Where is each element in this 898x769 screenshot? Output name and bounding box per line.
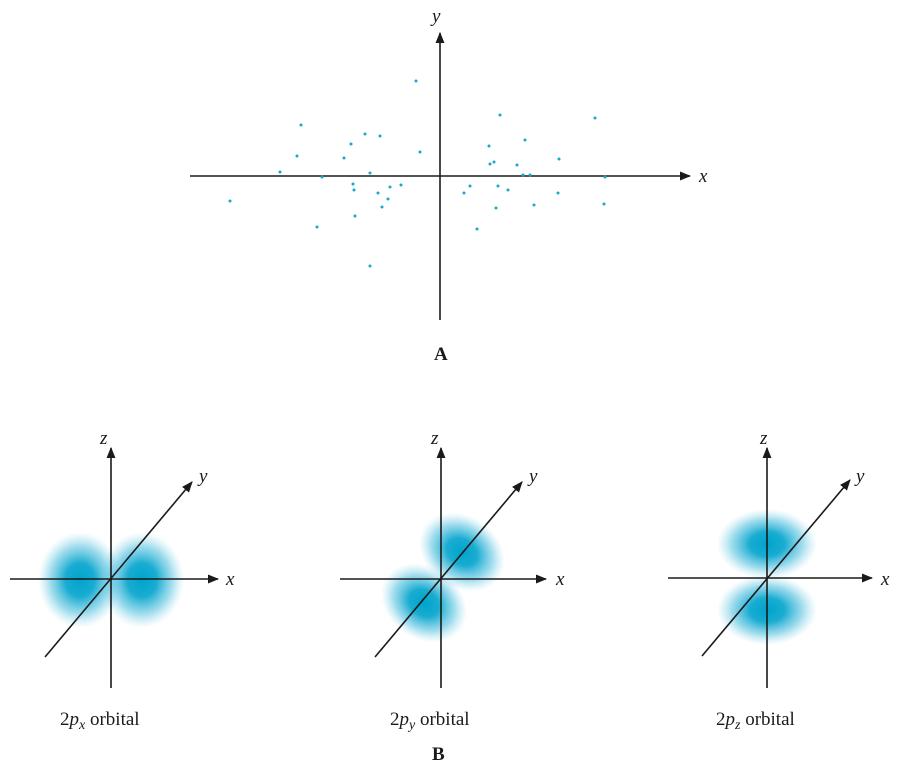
orbital-2pz: z y x 2pz orbital [668,428,890,733]
electron-dot [487,144,491,148]
electron-dot [532,203,536,207]
electron-dot [315,225,319,229]
electron-dot [353,214,357,218]
electron-dot [462,191,466,195]
electron-dot [368,264,372,268]
pz-x-label: x [880,569,890,590]
electron-dot [349,142,353,146]
electron-dot [414,79,418,83]
electron-dot [342,156,346,160]
electron-dots [228,79,607,268]
panel-a-y-label: y [430,6,441,27]
electron-dot [278,170,282,174]
electron-dot [376,191,380,195]
pz-caption: 2pz orbital [716,709,795,733]
electron-dot [528,173,532,177]
electron-dot [492,160,496,164]
panel-b-label: B [432,744,445,765]
electron-dot [602,202,606,206]
electron-dot [351,182,355,186]
electron-dot [418,150,422,154]
pz-z-label: z [759,428,768,449]
electron-dot [521,173,525,177]
py-y-axis [374,481,523,658]
electron-dot [488,162,492,166]
panel-a-label: A [434,344,448,365]
electron-dot [388,185,392,189]
electron-dot [363,132,367,136]
electron-dot [556,191,560,195]
electron-dot [593,116,597,120]
electron-dot [557,157,561,161]
electron-dot [399,183,403,187]
electron-dot [299,123,303,127]
py-x-label: x [555,569,565,590]
electron-dot [475,227,479,231]
electron-dot [494,206,498,210]
px-caption: 2px orbital [60,709,140,733]
px-x-label: x [225,569,235,590]
panel-a: x y A [190,6,708,365]
py-y-label: y [527,466,538,487]
electron-dot [352,188,356,192]
py-lobe-lower [381,563,467,643]
electron-dot [320,175,324,179]
px-lobe-right [100,532,184,628]
electron-dot [515,163,519,167]
electron-dot [295,154,299,158]
orbital-2py: z y x 2py orbital [340,428,565,733]
orbital-2px: z y x 2px orbital [10,428,235,733]
electron-dot [496,184,500,188]
py-caption: 2py orbital [390,709,470,733]
pz-y-label: y [854,466,865,487]
px-y-axis [44,481,193,658]
electron-dot [506,188,510,192]
px-lobe-left [38,532,122,628]
electron-dot [603,175,607,179]
electron-dot [380,205,384,209]
pz-y-axis [701,479,851,657]
electron-dot [378,134,382,138]
electron-dot [498,113,502,117]
electron-dot [468,184,472,188]
electron-dot [523,138,527,142]
electron-dot [386,197,390,201]
panel-a-x-label: x [698,166,708,187]
px-z-label: z [99,428,108,449]
electron-dot [228,199,232,203]
px-y-label: y [197,466,208,487]
py-z-label: z [430,428,439,449]
electron-dot [368,171,372,175]
